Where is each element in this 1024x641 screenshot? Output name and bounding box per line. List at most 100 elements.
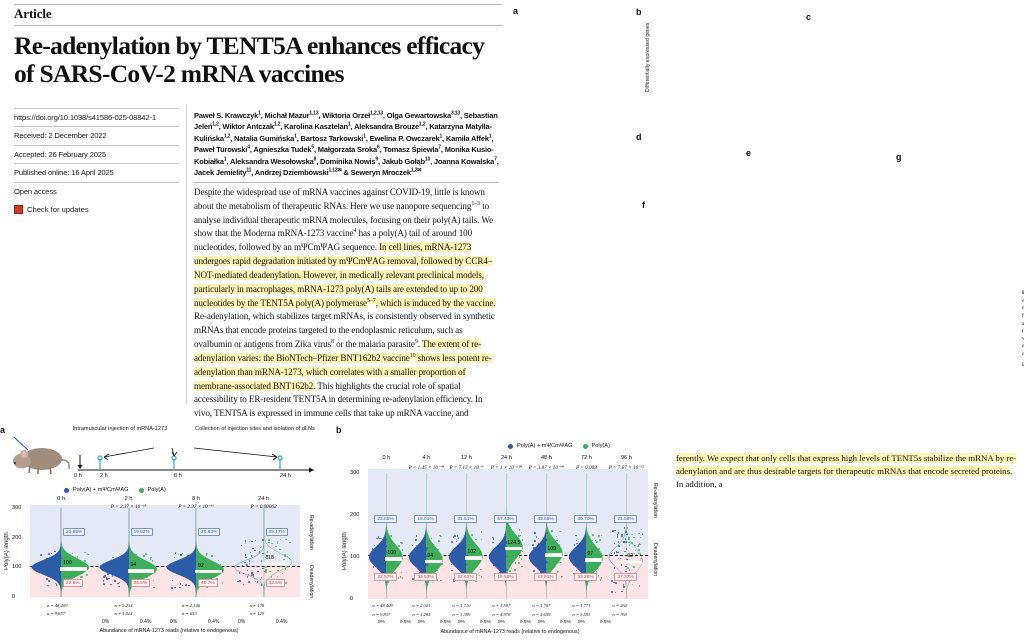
violin-jitter-point <box>179 583 182 585</box>
violin-jitter-point <box>259 578 262 581</box>
violin-jitter-point <box>454 557 456 559</box>
violin-jitter-point <box>545 568 548 571</box>
check-for-updates[interactable]: Check for updates <box>14 200 179 215</box>
bottom-b-pct-down-4: 23.91% <box>534 573 557 581</box>
violin-jitter-point <box>538 546 540 549</box>
violin-jitter-point <box>433 549 436 552</box>
violin-jitter-point <box>217 559 220 562</box>
direction-arrow <box>664 475 665 599</box>
violin-jitter-point <box>616 551 618 554</box>
violin-jitter-point <box>559 561 561 564</box>
bottom-b-ngreen-0: n = 9,857 <box>372 612 391 617</box>
violin-jitter-point <box>284 568 287 570</box>
violin-jitter-point <box>60 557 63 559</box>
median-bar-5 <box>585 558 603 562</box>
violin-jitter-point <box>40 566 43 569</box>
violin-jitter-point <box>597 553 599 556</box>
article-column: Article Re-adenylation by TENT5A enhance… <box>0 0 510 460</box>
bottom-a-ngreen-2: n = 653 <box>182 611 197 616</box>
article-title: Re-adenylation by TENT5A enhances effica… <box>14 31 485 89</box>
violin-jitter-point <box>246 564 248 566</box>
violin-jitter-point <box>383 567 386 570</box>
violin-jitter-point <box>638 549 640 551</box>
violin-jitter-point <box>630 555 632 558</box>
violin-jitter-point <box>580 566 583 569</box>
figure-3: a 0 h4 h12 h24 h48 h72 h <box>510 0 1024 423</box>
violin-jitter-point <box>401 577 404 580</box>
violin-jitter-point <box>280 565 282 567</box>
violin-jitter-point <box>475 580 477 583</box>
violin-jitter-point <box>599 579 602 581</box>
violin-blue-6 <box>608 473 627 599</box>
violin-jitter-point <box>43 572 45 574</box>
violin-jitter-point <box>130 552 133 554</box>
violin-jitter-point <box>552 560 554 563</box>
violin-jitter-point <box>573 544 576 546</box>
bottom-a-xtick-0-0: 0% <box>102 619 110 625</box>
violin-jitter-point <box>179 586 181 589</box>
bottom-a-pct-down-2: 40.7% <box>198 579 218 587</box>
violin-jitter-point <box>518 562 520 564</box>
violin-jitter-point <box>265 571 267 573</box>
violin-blue-0 <box>368 473 387 599</box>
violin-jitter-point <box>401 549 404 551</box>
violin-jitter-point <box>117 582 119 584</box>
violin-jitter-point <box>135 553 137 556</box>
violin-jitter-point <box>264 556 267 559</box>
violin-jitter-point <box>184 570 186 573</box>
violin-jitter-point <box>460 569 463 571</box>
violin-jitter-point <box>276 575 279 578</box>
violin-jitter-point <box>114 580 116 582</box>
violin-jitter-point <box>385 545 388 547</box>
violin-jitter-point <box>591 563 594 566</box>
violin-jitter-point <box>511 538 513 541</box>
violin-jitter-point <box>254 539 257 542</box>
bottom-b-legend-item-0: Poly(A) + mΨCmΨAG <box>508 443 573 449</box>
bottom-a-pvalue-1: P = 2.37 × 10⁻¹⁵ <box>110 504 147 510</box>
violin-jitter-point <box>411 544 414 547</box>
bottom-a-median-1: 94 <box>130 562 137 569</box>
accepted-date: Accepted: 26 February 2025 <box>14 146 179 165</box>
author-list: Paweł S. Krawczyk1, Michał Mazur1,13, Wi… <box>194 110 499 177</box>
violin-jitter-point <box>244 540 247 542</box>
violin-jitter-point <box>153 586 155 589</box>
violin-jitter-point <box>594 548 596 550</box>
violin-jitter-point <box>600 553 602 555</box>
violin-jitter-point <box>251 540 253 543</box>
violin-jitter-point <box>55 584 58 586</box>
violin-jitter-point <box>588 572 590 574</box>
violin-jitter-point <box>596 563 599 565</box>
violin-jitter-point <box>451 541 454 543</box>
bottom-b-xtick-5-1: 0.5% <box>600 620 611 625</box>
bottom-b-ytick-2: 200 <box>350 512 360 519</box>
bottom-b-median-2: 102 <box>467 549 477 556</box>
violin-jitter-point <box>480 538 483 541</box>
side-label-readenylation: Re-adenylation <box>308 515 314 550</box>
doi-link[interactable]: https://doi.org/10.1038/s41586-025-08842… <box>14 108 179 128</box>
violin-jitter-point <box>428 539 431 542</box>
violin-jitter-point <box>598 535 600 537</box>
violin-jitter-point <box>281 572 284 574</box>
violin-jitter-point <box>558 544 561 546</box>
violin-jitter-point <box>194 571 196 574</box>
bottom-a-xtick-0-1: 0.4% <box>140 619 152 625</box>
violin-jitter-point <box>262 539 264 541</box>
legend-dot <box>64 487 69 493</box>
violin-jitter-point <box>284 555 286 557</box>
bottom-b-pct-down-3: 15.55% <box>494 573 517 581</box>
violin-jitter-point <box>84 551 86 554</box>
violin-jitter-point <box>244 542 247 545</box>
figure-3-caption: Fig. 3 | mRNA-1273 induces the innate im… <box>1022 290 1024 368</box>
violin-jitter-point <box>188 555 191 557</box>
violin-jitter-point <box>122 576 124 578</box>
violin-jitter-point <box>576 549 579 551</box>
violin-jitter-point <box>576 542 578 545</box>
bottom-a-ytick-3: 300 <box>12 504 22 511</box>
violin-jitter-point <box>467 547 469 549</box>
bottom-a-ytick-2: 200 <box>12 534 22 541</box>
violin-jitter-point <box>520 531 523 534</box>
violin-jitter-point <box>537 555 539 557</box>
violin-jitter-point <box>426 564 428 566</box>
violin-jitter-point <box>419 571 421 574</box>
